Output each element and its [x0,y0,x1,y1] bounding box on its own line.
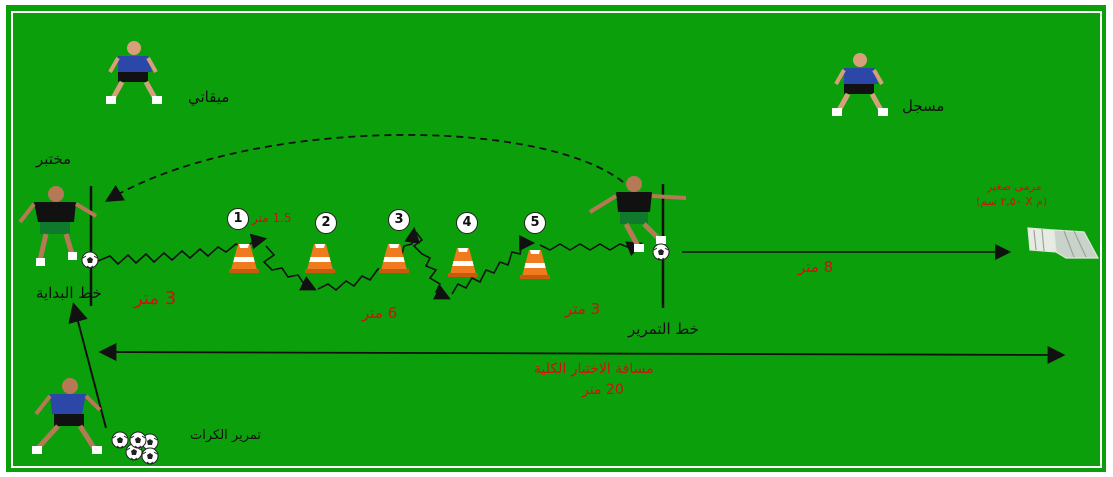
goal-distance-label: 8 متر [798,258,833,276]
total-distance-value: 20 متر [582,382,624,398]
passer-ball [653,244,669,260]
start-distance-label: 3 متر [134,288,176,309]
cone-spacing-label: 1.5 متر [252,211,292,225]
tester-ball [82,252,98,268]
passing-line-label: خط التمرير [628,320,699,338]
cone-number-5: 5 [524,212,546,234]
ball-passing-label: تمرير الكرات [190,428,261,443]
cone-number-2: 2 [315,212,337,234]
small-goal-title: مرمى صغير [987,180,1042,193]
pass-distance-label: 3 متر [565,300,600,318]
start-line-label: خط البداية [36,284,102,302]
recorder-label: مسجل [902,97,944,115]
small-goal-size: (م X ٢,٥٠ سم) [976,195,1047,208]
cones-distance-label: 6 متر [362,304,397,322]
cone-number-3: 3 [388,209,410,231]
timekeeper-label: ميقاتي [188,88,229,106]
field-background [6,5,1106,472]
tester-label: مختبر [36,150,71,168]
cone-number-4: 4 [456,212,478,234]
cone-number-1: 1 [227,208,249,230]
total-distance-label: مسافة الاختبار الكلية [534,361,654,377]
